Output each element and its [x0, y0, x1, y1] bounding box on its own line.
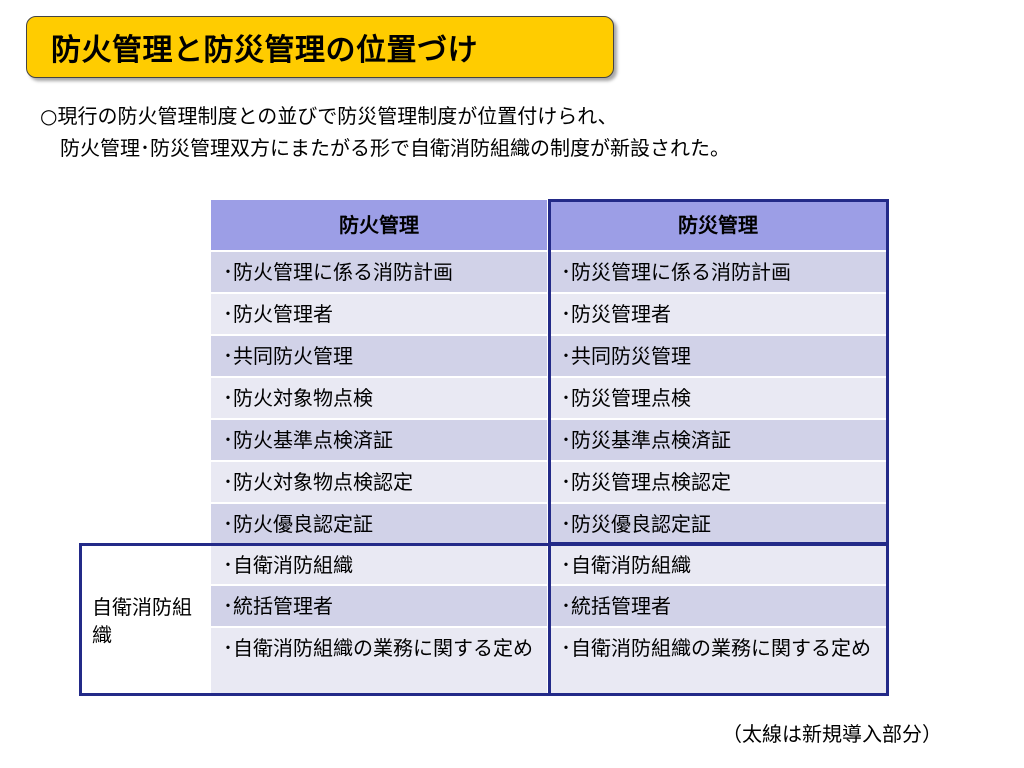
table-cell-disaster: ･防災管理に係る消防計画	[549, 252, 887, 292]
title-box: 防火管理と防災管理の位置づけ	[26, 16, 614, 78]
side-label-self-defense-org: 自衛消防組織	[92, 595, 192, 647]
table-cell-fire: ･自衛消防組織	[211, 546, 547, 584]
table-cell-fire: ･統括管理者	[211, 586, 547, 626]
intro-line-2: 防火管理･防災管理双方にまたがる形で自衛消防組織の制度が新設された。	[60, 136, 730, 160]
page-title: 防火管理と防災管理の位置づけ	[51, 33, 478, 68]
table-cell-fire: ･防火基準点検済証	[211, 420, 547, 460]
intro-text: ○現行の防火管理制度との並びで防災管理制度が位置付けられ、 防火管理･防災管理双…	[40, 100, 730, 164]
table-cell-fire: ･防火管理者	[211, 294, 547, 334]
table-cell-fire: ･自衛消防組織の業務に関する定め	[211, 628, 547, 694]
table-cell-disaster: ･統括管理者	[549, 586, 887, 626]
table-cell-fire: ･防火管理に係る消防計画	[211, 252, 547, 292]
table-cell-disaster: ･自衛消防組織	[549, 546, 887, 584]
legend-note: （太線は新規導入部分）	[722, 722, 942, 746]
table-cell-fire: ･防火対象物点検認定	[211, 462, 547, 502]
table-cell-fire: ･共同防火管理	[211, 336, 547, 376]
table-cell-disaster: ･自衛消防組織の業務に関する定め	[549, 628, 887, 694]
table-cell-disaster: ･防災管理者	[549, 294, 887, 334]
table-cell-disaster: ･共同防災管理	[549, 336, 887, 376]
table-cell-disaster: ･防災優良認定証	[549, 504, 887, 544]
table-cell-fire: ･防火対象物点検	[211, 378, 547, 418]
table-cell-fire: ･防火優良認定証	[211, 504, 547, 544]
intro-line-1: ○現行の防火管理制度との並びで防災管理制度が位置付けられ、	[40, 104, 618, 128]
table-cell-disaster: ･防災管理点検	[549, 378, 887, 418]
header-fire-management: 防火管理	[211, 200, 547, 250]
table-cell-disaster: ･防災基準点検済証	[549, 420, 887, 460]
header-disaster-management: 防災管理	[549, 200, 887, 250]
table-cell-disaster: ･防災管理点検認定	[549, 462, 887, 502]
